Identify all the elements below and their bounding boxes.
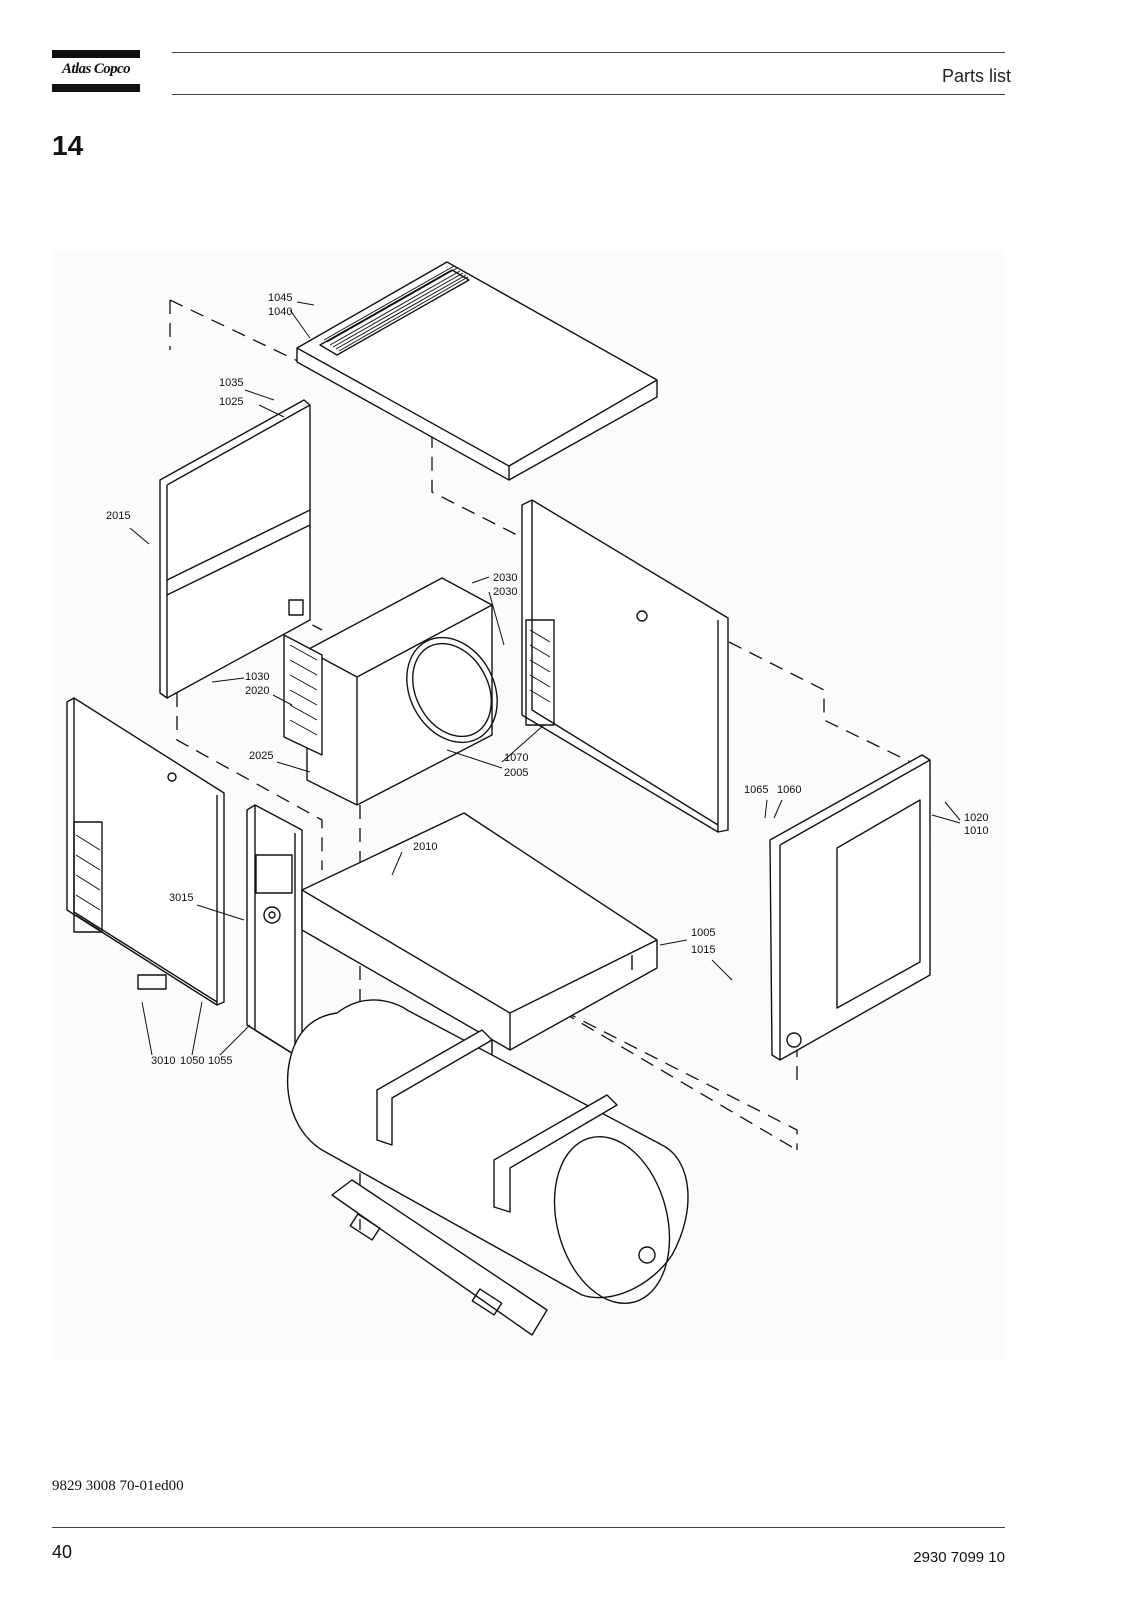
callout-leader-lines	[129, 301, 961, 1056]
footer-rule	[52, 1527, 1005, 1528]
atlas-copco-logo: Atlas Copco	[52, 50, 140, 94]
callout-3015: 3015	[169, 892, 193, 904]
callout-1010: 1010	[964, 825, 988, 837]
callout-1020: 1020	[964, 812, 988, 824]
callout-1050: 1050	[180, 1055, 204, 1067]
callout-1035: 1035	[219, 377, 243, 389]
left-side-panel	[159, 399, 311, 699]
document-number: 2930 7099 10	[913, 1549, 1005, 1566]
logo-wordmark: Atlas Copco	[62, 61, 131, 77]
front-door-panel	[66, 697, 225, 1006]
top-cover-panel	[296, 261, 658, 481]
callout-1045: 1045	[268, 292, 292, 304]
callout-1015: 1015	[691, 944, 715, 956]
callout-2025: 2025	[249, 750, 273, 762]
callout-2010: 2010	[413, 841, 437, 853]
callout-2030-b: 2030	[493, 586, 517, 598]
callout-1025: 1025	[219, 396, 243, 408]
air-receiver-tank	[286, 999, 689, 1336]
right-side-panel	[521, 499, 729, 833]
callout-1070: 1070	[504, 752, 528, 764]
callout-1005: 1005	[691, 927, 715, 939]
exploded-view-drawing: 1045 1040 1035 1025 2015 2030 2030 1030 …	[52, 250, 1005, 1360]
callout-2005: 2005	[504, 767, 528, 779]
rear-service-panel	[769, 754, 931, 1061]
logo-bottom-bar	[52, 84, 140, 92]
callout-1040: 1040	[268, 306, 292, 318]
callout-2015: 2015	[106, 510, 130, 522]
header-top-rule	[172, 52, 1005, 53]
document-reference: 9829 3008 70-01ed00	[52, 1478, 184, 1494]
callout-1060: 1060	[777, 784, 801, 796]
cooler-box-unit	[283, 577, 498, 806]
logo-top-bar	[52, 50, 140, 58]
callout-1065: 1065	[744, 784, 768, 796]
part-callouts: 1045 1040 1035 1025 2015 2030 2030 1030 …	[106, 292, 988, 1067]
page-number: 40	[52, 1542, 73, 1562]
control-panel-door	[246, 804, 303, 1056]
header-bottom-rule	[172, 94, 1005, 95]
callout-2020: 2020	[245, 685, 269, 697]
callout-2030-a: 2030	[493, 572, 517, 584]
base-frame	[301, 812, 658, 1055]
section-title: Parts list	[941, 66, 1011, 86]
chapter-number: 14	[52, 130, 84, 161]
callout-3010: 3010	[151, 1055, 175, 1067]
callout-1055: 1055	[208, 1055, 232, 1067]
callout-1030: 1030	[245, 671, 269, 683]
exploded-view-svg: 1045 1040 1035 1025 2015 2030 2030 1030 …	[52, 250, 1005, 1360]
